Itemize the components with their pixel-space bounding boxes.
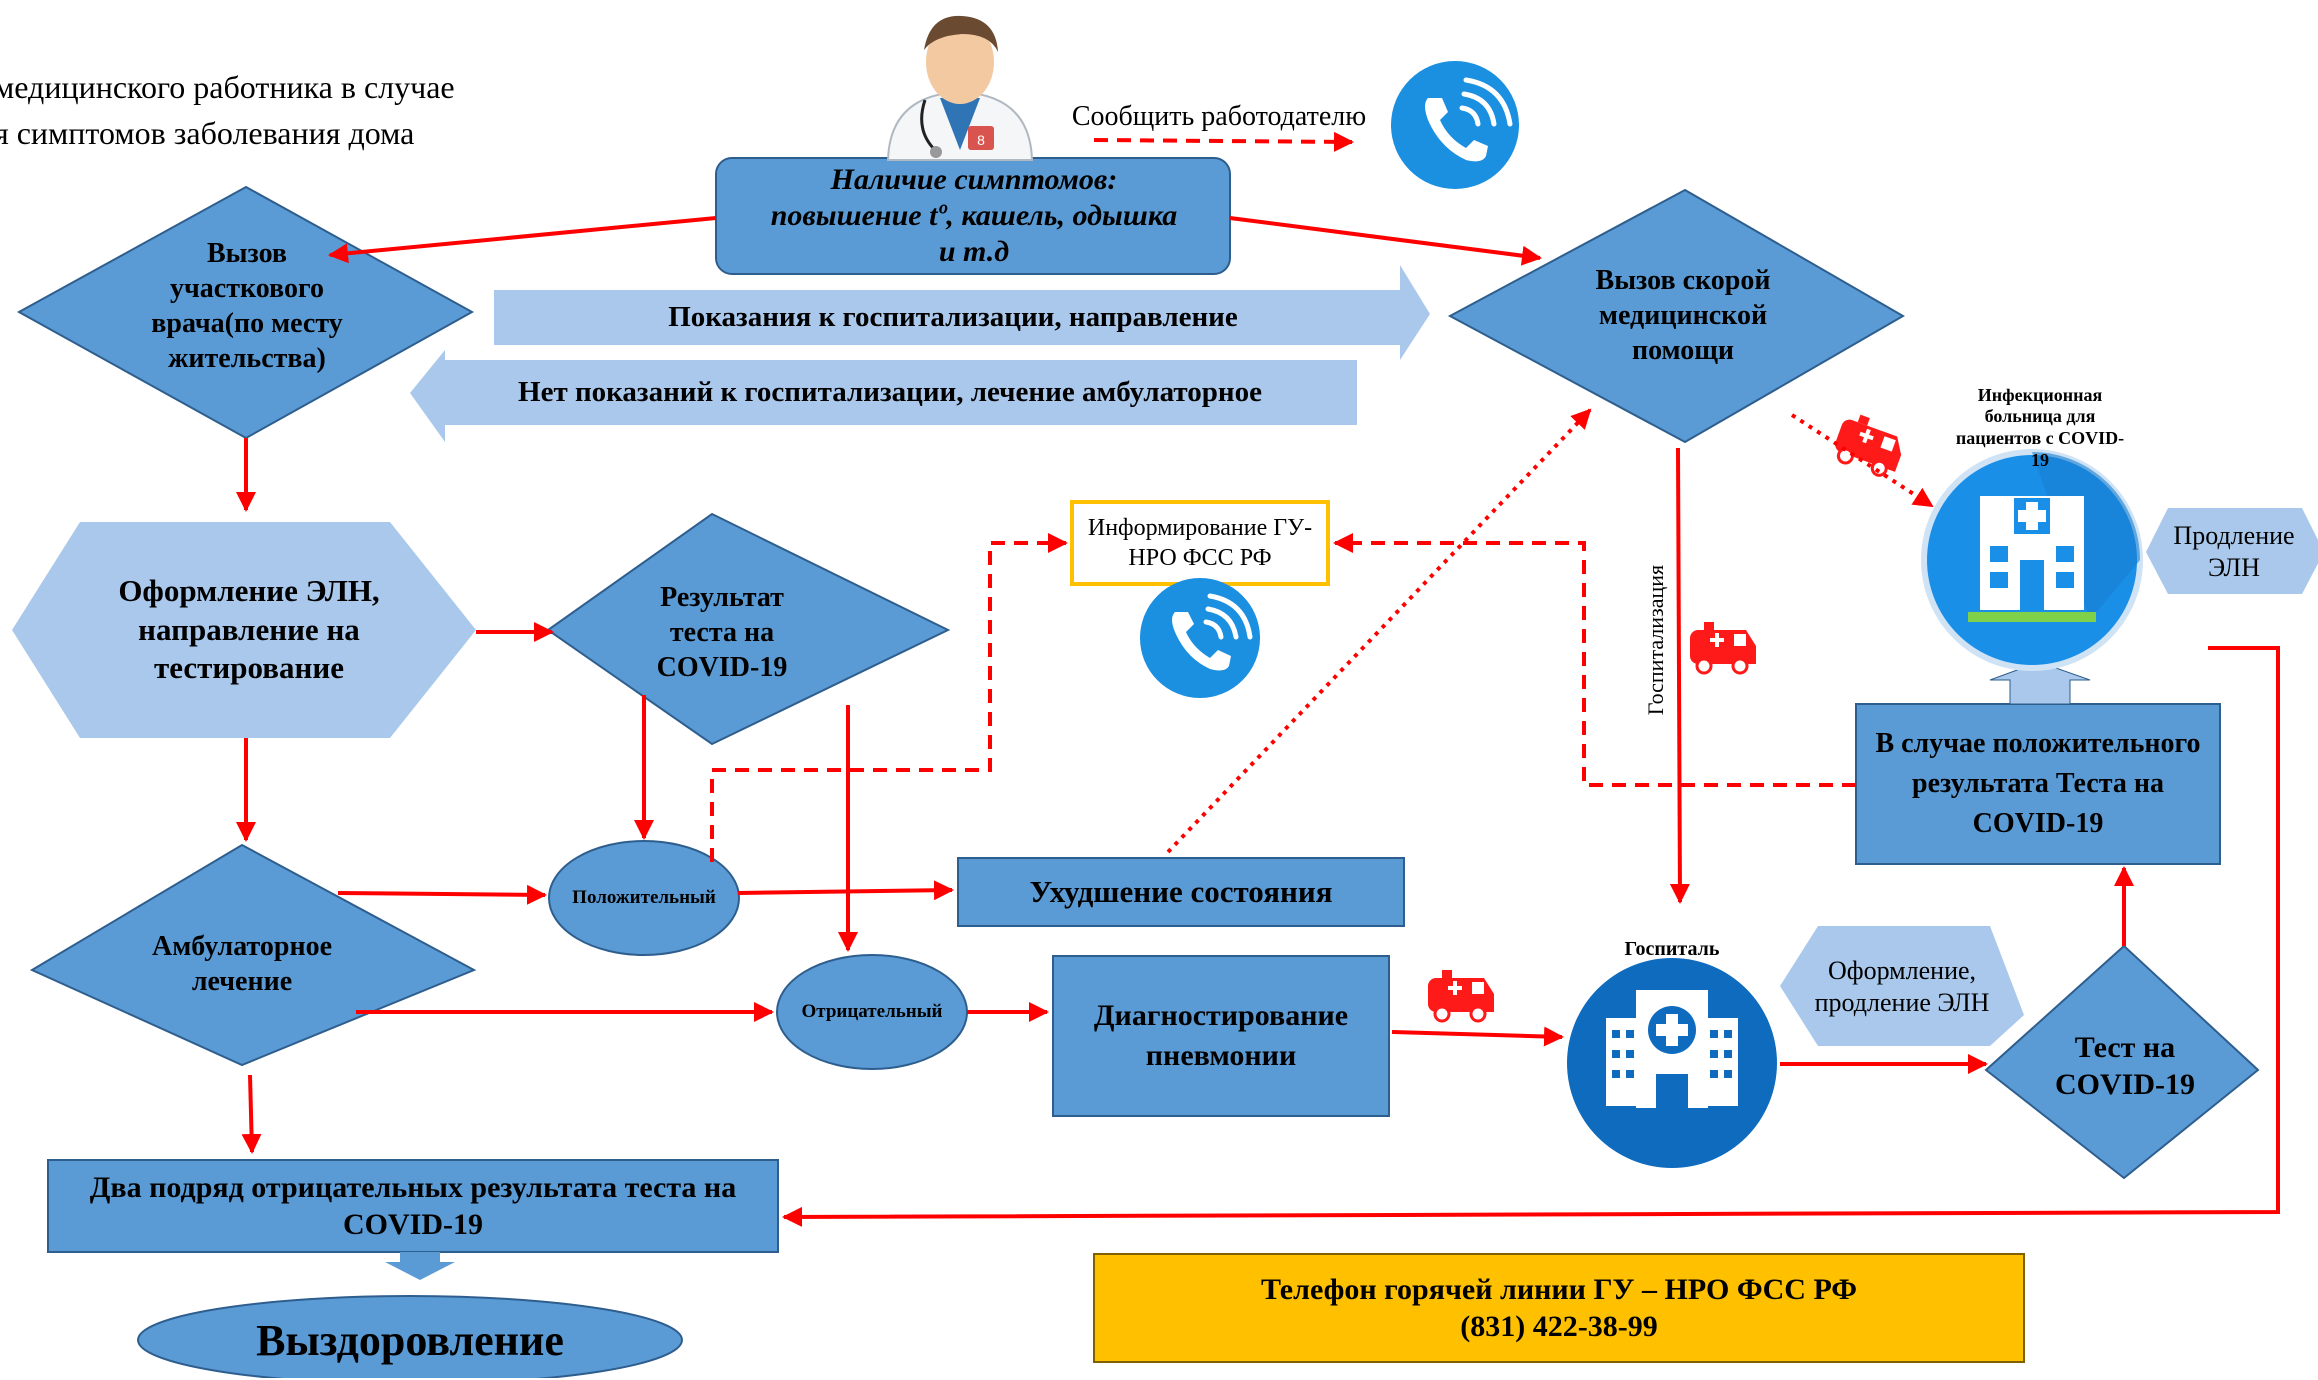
down-arrow-shape [385, 1252, 455, 1280]
up-arrow-shape [1989, 661, 2091, 705]
test-covid-label: Тест на COVID-19 [2055, 1030, 2195, 1102]
hospitalization-label: Госпитализация [1643, 564, 1669, 716]
arrow-pneumonia-to-hospital [1391, 1026, 1564, 1047]
test-result-diamond [546, 512, 951, 746]
hotline-phone: (831) 422-38-99 [1460, 1310, 1658, 1343]
arrow-symptoms-to-doctor [328, 216, 717, 264]
svg-text:8: 8 [977, 132, 985, 148]
arrow-ambulance-to-hospital [1669, 447, 1690, 904]
title-line-2: я симптомов заболевания дома [0, 115, 415, 151]
two-negative-label: Два подряд отрицательных результата тест… [89, 1170, 737, 1242]
arrow-positive-to-worsening [737, 880, 954, 901]
eln-register-label: Оформление, продление ЭЛН [1814, 955, 1990, 1018]
eln-register-hexagon [1780, 926, 2024, 1046]
eln-testing-hexagon [12, 522, 476, 738]
report-employer-label: Сообщить работодателю [1071, 100, 1367, 132]
pneumonia-label: Диагностирование пневмонии [1093, 998, 1349, 1073]
arrow-outpatient-to-positive [337, 884, 547, 905]
extend-eln-hexagon [2146, 508, 2318, 594]
ambulance-icon [1428, 970, 1494, 1023]
infectious-hospital-label: Инфекционная больница для пациентов с CO… [1955, 384, 2125, 470]
no-indications-arrow-shape [410, 350, 1357, 442]
indications-label: Показания к госпитализации, направление [668, 301, 1238, 334]
test-covid-diamond [1984, 944, 2260, 1180]
two-negative-box [47, 1159, 779, 1253]
eln-testing-label: Оформление ЭЛН, направление на тестирова… [118, 572, 380, 686]
hospital-icon [1921, 449, 2143, 671]
call-local-doctor-label: Вызов участкового врача(по месту жительс… [151, 238, 343, 374]
arrow-worsening-to-ambulance [1166, 408, 1592, 854]
extend-eln-label: Продление ЭЛН [2173, 520, 2295, 583]
indications-arrow-shape [494, 265, 1430, 360]
negative-label: Отрицательный [801, 1001, 943, 1023]
test-result-label: Результат теста на COVID-19 [656, 581, 788, 683]
recovery-ellipse [137, 1295, 683, 1378]
ambulance-icon [1690, 622, 1756, 675]
arrow-positive-to-informing [710, 533, 1068, 862]
arrow-positive-case-to-informing [1333, 533, 1856, 787]
doctor-icon: 8 [886, 15, 1034, 161]
arrow-outpatient-to-two-negative [241, 1074, 262, 1154]
worsening-box [957, 857, 1405, 927]
hospital-icon [1567, 958, 1777, 1168]
call-ambulance-label: Вызов скорой медицинской помощи [1595, 264, 1771, 366]
phone-icon [1391, 61, 1519, 189]
positive-case-label: В случае положительного результата Теста… [1875, 728, 2201, 839]
symptoms-label: Наличие симптомов: повышение tº, кашель,… [770, 163, 1178, 268]
positive-label: Положительный [572, 887, 716, 909]
pneumonia-box [1052, 955, 1390, 1117]
worsening-label: Ухудшение состояния [1029, 873, 1333, 909]
diagram-title: медицинского работника в случае я симпто… [0, 64, 455, 156]
arrow-symptoms-to-ambulance [1229, 216, 1542, 266]
hotline-text: Телефон горячей линии ГУ – НРО ФСС РФ [1260, 1272, 1858, 1306]
call-ambulance-diamond [1447, 188, 1905, 444]
ambulance-icon [1835, 414, 1902, 477]
hospital-label: Госпиталь [1624, 937, 1720, 960]
title-line-1: медицинского работника в случае [0, 69, 455, 105]
hotline-box [1093, 1253, 2025, 1363]
recovery-label: Выздоровление [256, 1315, 564, 1365]
hotline-label: Телефон горячей линии ГУ – НРО ФСС РФ (8… [1094, 1256, 2024, 1360]
phone-icon [1140, 578, 1260, 698]
outpatient-label: Амбулаторное лечение [151, 931, 333, 997]
arrow-ambulance-to-infectious [1790, 413, 1934, 508]
no-indications-label: Нет показаний к госпитализации, лечение … [518, 376, 1262, 409]
positive-ellipse [548, 840, 740, 956]
positive-case-box [1855, 703, 2221, 865]
informing-fss-label: Информирование ГУ- НРО ФСС РФ [1087, 515, 1313, 571]
arrow-infectious-to-two-negative [782, 646, 2280, 1227]
arrow-to-report-employer [1093, 131, 1354, 152]
